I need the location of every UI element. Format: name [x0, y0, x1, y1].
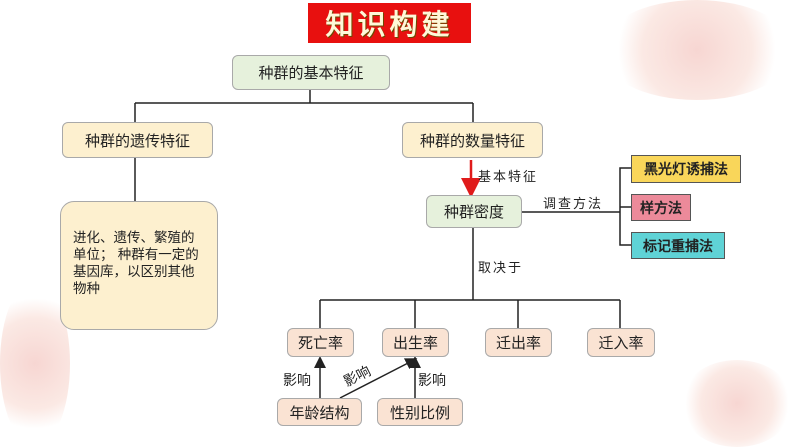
- root-node: 种群的基本特征: [232, 55, 390, 90]
- quantity-node: 种群的数量特征: [402, 122, 543, 158]
- flower-decoration-top-right: [600, 0, 794, 100]
- factor-birth-rate: 出生率: [382, 328, 449, 357]
- influence-label-1: 影响: [283, 373, 311, 389]
- basic-feature-label: 基本特征: [478, 170, 539, 185]
- method-quadrat: 样方法: [631, 194, 691, 221]
- influence-label-3: 影响: [418, 373, 446, 389]
- genetic-node: 种群的遗传特征: [62, 122, 213, 158]
- title-banner: 知识构建: [308, 3, 471, 43]
- flower-decoration-bottom-left: [0, 280, 70, 447]
- method-light-trap: 黑光灯诱捕法: [631, 155, 741, 183]
- factor-emigration-rate: 迁出率: [485, 328, 552, 357]
- survey-method-label: 调查方法: [543, 197, 604, 212]
- age-structure-node: 年龄结构: [277, 398, 362, 426]
- density-node: 种群密度: [426, 195, 522, 228]
- title-text: 知识构建: [325, 8, 454, 41]
- method-mark-recapture: 标记重捕法: [631, 232, 725, 259]
- factor-death-rate: 死亡率: [287, 328, 354, 357]
- flower-decoration-bottom-right: [680, 360, 794, 447]
- sex-ratio-node: 性别比例: [377, 398, 463, 426]
- factor-immigration-rate: 迁入率: [587, 328, 655, 357]
- genetic-description: 进化、遗传、繁殖的单位； 种群有一定的基因库，以区别其他物种: [60, 201, 218, 330]
- depends-on-label: 取决于: [478, 261, 524, 276]
